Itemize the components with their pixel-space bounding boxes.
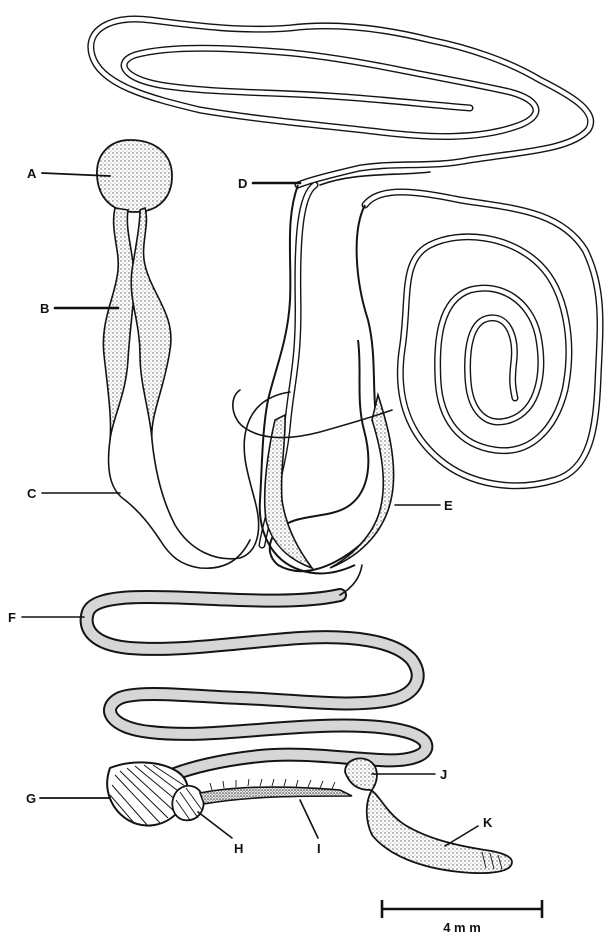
label-B: B bbox=[40, 301, 49, 316]
duct-D bbox=[260, 185, 355, 573]
duct-F bbox=[87, 565, 427, 775]
leader-K bbox=[445, 826, 478, 846]
duct-I bbox=[200, 779, 352, 804]
label-J: J bbox=[440, 767, 447, 782]
label-D: D bbox=[238, 176, 247, 191]
label-G: G bbox=[26, 791, 36, 806]
label-C: C bbox=[27, 486, 37, 501]
label-I: I bbox=[317, 841, 321, 856]
label-A: A bbox=[27, 166, 37, 181]
label-H: H bbox=[234, 841, 243, 856]
top-coiled-duct bbox=[91, 19, 591, 545]
right-spiral-coil bbox=[365, 192, 600, 486]
leader-I bbox=[300, 800, 318, 838]
structure-H bbox=[172, 786, 203, 820]
leader-H bbox=[198, 812, 232, 838]
label-F: F bbox=[8, 610, 16, 625]
duct-E bbox=[270, 205, 394, 571]
oviducts-B bbox=[103, 208, 392, 568]
scale-bar: 4 m m bbox=[382, 900, 542, 935]
label-K: K bbox=[483, 815, 493, 830]
scale-bar-label: 4 m m bbox=[443, 920, 481, 935]
label-E: E bbox=[444, 498, 453, 513]
